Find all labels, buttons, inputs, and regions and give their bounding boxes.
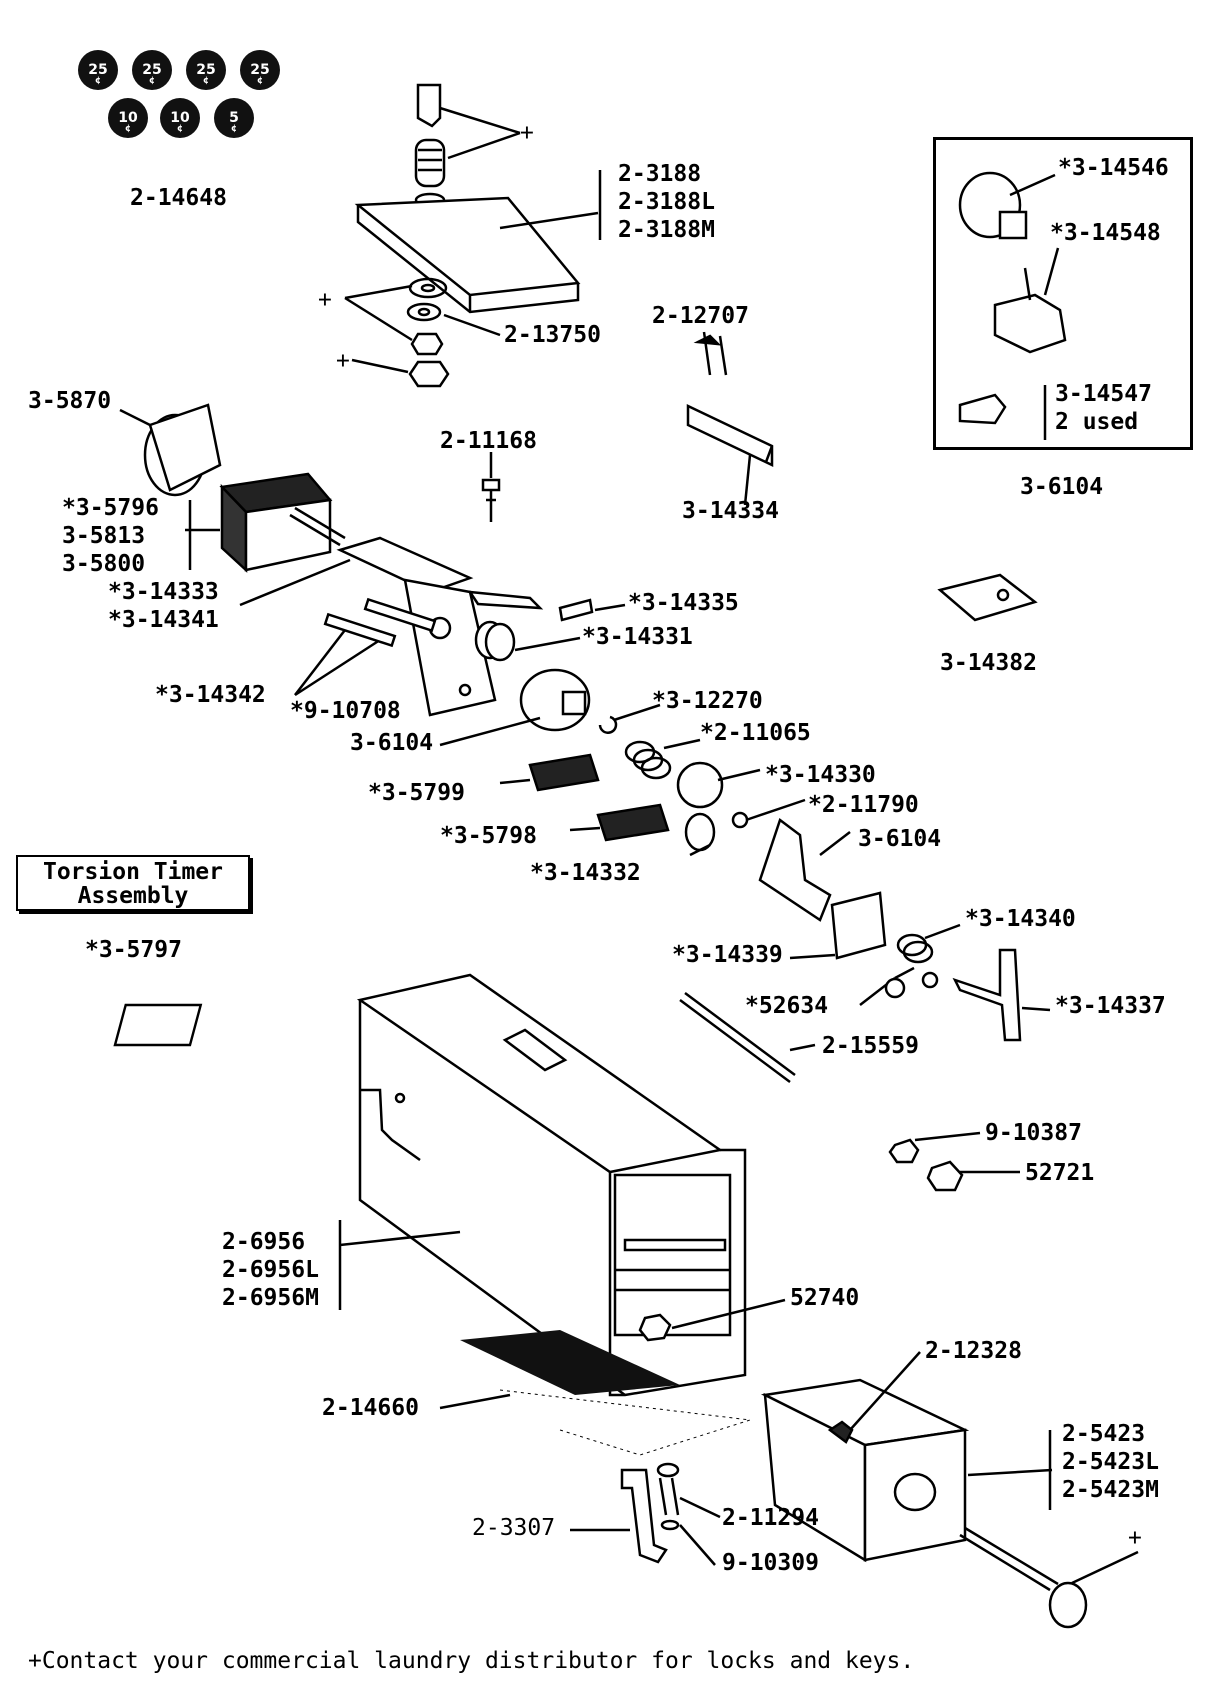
title-line-2: Assembly bbox=[77, 883, 189, 909]
label-9-10309: 9-10309 bbox=[722, 1550, 819, 1576]
switch-3-5798 bbox=[569, 803, 670, 842]
inset-panel bbox=[933, 137, 1193, 450]
base-plate bbox=[499, 1389, 751, 1456]
timer-block-3-5796 bbox=[185, 472, 351, 607]
coin-icon-nickel: 5¢ bbox=[214, 98, 254, 138]
title-line-1: Torsion Timer bbox=[42, 859, 223, 885]
latch-3-14337 bbox=[952, 948, 1051, 1042]
washers-nuts bbox=[344, 277, 501, 388]
label-2-15559: 2-15559 bbox=[822, 1033, 919, 1059]
coin-icon-quarter: 25¢ bbox=[78, 50, 118, 90]
label-9-10387: 9-10387 bbox=[985, 1120, 1082, 1146]
label-3-14332: *3-14332 bbox=[530, 860, 641, 886]
motor-3-5870 bbox=[119, 403, 222, 497]
spring-3-14331 bbox=[474, 620, 581, 662]
lock-cylinder-bottom bbox=[959, 1526, 1139, 1629]
label-2-14660: 2-14660 bbox=[322, 1395, 419, 1421]
label-3-14334: 3-14334 bbox=[682, 498, 779, 524]
label-3-14339: *3-14339 bbox=[672, 942, 783, 968]
nut-52721 bbox=[926, 1160, 1020, 1192]
label-2-11790: *2-11790 bbox=[808, 792, 919, 818]
label-3-12270: *3-12270 bbox=[652, 688, 763, 714]
label-2-12707: 2-12707 bbox=[652, 303, 749, 329]
label-2-11294: 2-11294 bbox=[722, 1505, 819, 1531]
label-3-14335: *3-14335 bbox=[628, 590, 739, 616]
bottom-fasteners bbox=[570, 1462, 721, 1566]
label-2-11065: *2-11065 bbox=[700, 720, 811, 746]
plate-2-3188 bbox=[354, 170, 602, 314]
label-3-6104-cam: 3-6104 bbox=[350, 730, 434, 756]
label-52740: 52740 bbox=[790, 1285, 860, 1311]
spring-2-11065 bbox=[598, 703, 701, 780]
label-3-5797: *3-5797 bbox=[85, 937, 182, 963]
lock-key-top bbox=[414, 83, 521, 208]
switch-3-5799 bbox=[499, 753, 600, 792]
label-3-14548: *3-14548 bbox=[1050, 220, 1161, 246]
coin-icon-quarter: 25¢ bbox=[240, 50, 280, 90]
tab-3-14382 bbox=[937, 573, 1038, 622]
label-plus-nut: + bbox=[336, 348, 350, 374]
coin-box-2-5423 bbox=[760, 1351, 1053, 1563]
label-3-14330: *3-14330 bbox=[765, 762, 876, 788]
screw-2-11168 bbox=[481, 452, 501, 522]
label-3-14337: *3-14337 bbox=[1055, 993, 1166, 1019]
fitting-3-14335 bbox=[558, 598, 626, 622]
label-2-13750: 2-13750 bbox=[504, 322, 601, 348]
label-3-14340: *3-14340 bbox=[965, 906, 1076, 932]
main-frame-bracket bbox=[294, 536, 544, 717]
label-52721: 52721 bbox=[1025, 1160, 1095, 1186]
label-3-5798: *3-5798 bbox=[440, 823, 537, 849]
plate-3-14339 bbox=[789, 891, 961, 1006]
coin-icon-dime: 10¢ bbox=[108, 98, 148, 138]
label-plus-washer: + bbox=[318, 287, 332, 313]
label-3-5870: 3-5870 bbox=[28, 388, 112, 414]
inset-caption: 3-6104 bbox=[1020, 474, 1104, 500]
cam-3-6104 bbox=[439, 668, 591, 747]
label-3-6104-lever: 3-6104 bbox=[858, 826, 942, 852]
label-2-14648: 2-14648 bbox=[130, 185, 227, 211]
gear-3-14330 bbox=[676, 761, 761, 809]
label-3-14331: *3-14331 bbox=[582, 624, 693, 650]
label-9-10708: *9-10708 bbox=[290, 698, 401, 724]
label-2-11168: 2-11168 bbox=[440, 428, 537, 454]
label-2-12328: 2-12328 bbox=[925, 1338, 1022, 1364]
lever-3-6104 bbox=[758, 817, 851, 922]
coin-icon-quarter: 25¢ bbox=[132, 50, 172, 90]
label-3-14546: *3-14546 bbox=[1058, 155, 1169, 181]
enclosure-2-6956 bbox=[113, 973, 747, 1397]
label-sheet-2-14660 bbox=[460, 1330, 680, 1395]
nut-9-10387 bbox=[888, 1131, 981, 1164]
coin-icon-quarter: 25¢ bbox=[186, 50, 226, 90]
diagram-title-box: Torsion Timer Assembly bbox=[16, 855, 250, 911]
rod-2-15559 bbox=[679, 991, 816, 1084]
bolt-52740 bbox=[638, 1298, 786, 1342]
label-plus-key: + bbox=[520, 120, 534, 146]
coin-icon-dime: 10¢ bbox=[160, 98, 200, 138]
label-3-5799: *3-5799 bbox=[368, 780, 465, 806]
label-3-14382: 3-14382 bbox=[940, 650, 1037, 676]
bracket-3-14334 bbox=[686, 331, 774, 506]
label-2-3307: 2-3307 bbox=[472, 1515, 556, 1541]
label-3-14342: *3-14342 bbox=[155, 682, 266, 708]
leader-2-14660 bbox=[439, 1393, 511, 1410]
label-plus-lock: + bbox=[1128, 1525, 1142, 1551]
footnote: +Contact your commercial laundry distrib… bbox=[28, 1648, 915, 1674]
label-3-14333: *3-14333*3-14341 bbox=[108, 579, 219, 633]
spring-3-14332 bbox=[684, 798, 806, 857]
inset-drawings bbox=[958, 171, 1067, 440]
label-52634: *52634 bbox=[745, 993, 829, 1019]
